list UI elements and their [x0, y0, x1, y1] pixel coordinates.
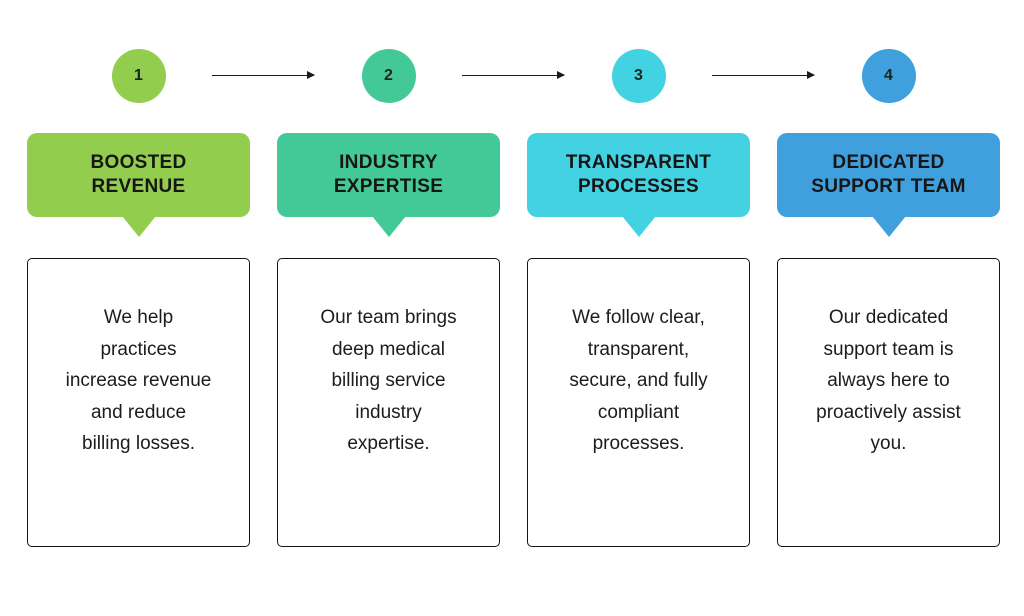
step-title: DEDICATED SUPPORT TEAM: [811, 151, 966, 197]
arrow-right-icon: [212, 71, 315, 79]
step-number-badge: 2: [361, 49, 416, 103]
step-title-banner: TRANSPARENT PROCESSES: [527, 133, 750, 217]
arrow-right-icon: [712, 71, 815, 79]
step-description: Our dedicated support team is always her…: [816, 307, 961, 454]
step-number-badge: 1: [111, 49, 166, 103]
step-number: 3: [634, 67, 643, 84]
arrow-right-icon: [462, 71, 565, 79]
step-number-badge: 3: [611, 49, 666, 103]
banner-tail: [621, 216, 656, 237]
step-column-4: 4 DEDICATED SUPPORT TEAM Our dedicated s…: [777, 0, 1000, 616]
step-column-3: 3 TRANSPARENT PROCESSES We follow clear,…: [527, 0, 750, 616]
banner-tail: [871, 216, 906, 237]
step-column-2: 2 INDUSTRY EXPERTISE Our team brings dee…: [277, 0, 500, 616]
step-column-1: 1 BOOSTED REVENUE We help practices incr…: [27, 0, 250, 616]
step-description-card: Our team brings deep medical billing ser…: [277, 258, 500, 547]
step-number-badge: 4: [861, 49, 916, 103]
step-description-card: We help practices increase revenue and r…: [27, 258, 250, 547]
step-description: We help practices increase revenue and r…: [65, 307, 212, 454]
step-title-banner: BOOSTED REVENUE: [27, 133, 250, 217]
step-title-banner: INDUSTRY EXPERTISE: [277, 133, 500, 217]
step-title-banner: DEDICATED SUPPORT TEAM: [777, 133, 1000, 217]
step-description-card: Our dedicated support team is always her…: [777, 258, 1000, 547]
banner-tail: [371, 216, 406, 237]
step-number: 2: [384, 67, 393, 84]
step-title: INDUSTRY EXPERTISE: [333, 151, 444, 197]
step-title: TRANSPARENT PROCESSES: [565, 151, 712, 197]
banner-tail: [121, 216, 156, 237]
step-description: We follow clear, transparent, secure, an…: [569, 307, 708, 454]
step-title: BOOSTED REVENUE: [90, 151, 187, 197]
step-number: 1: [134, 67, 143, 84]
step-number: 4: [884, 67, 893, 84]
step-description: Our team brings deep medical billing ser…: [320, 307, 457, 454]
step-description-card: We follow clear, transparent, secure, an…: [527, 258, 750, 547]
